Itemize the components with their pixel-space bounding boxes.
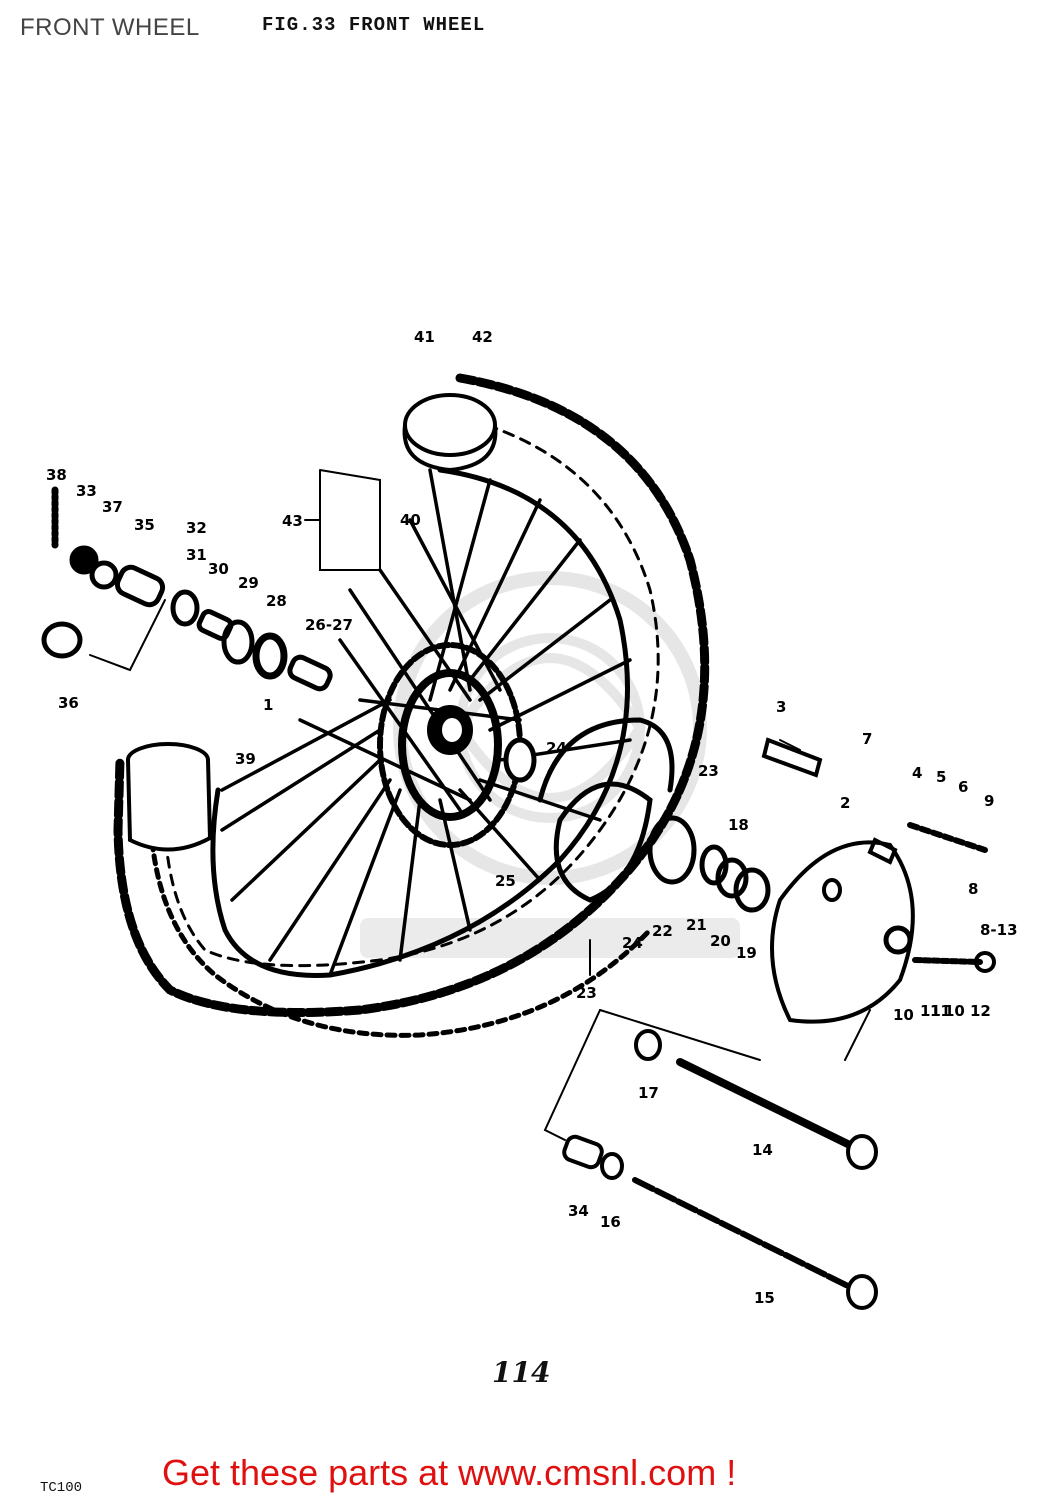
label-10b: 10 [944,1002,965,1020]
label-40: 40 [400,511,421,529]
label-21: 21 [686,916,707,934]
left-bearing-stack [41,486,333,692]
label-11b: 11 [930,1002,951,1020]
label-25: 25 [495,872,516,890]
rim-band-left [126,742,213,852]
label-43: 43 [282,512,303,530]
label-15: 15 [754,1289,775,1307]
label-39: 39 [235,750,256,768]
label-35: 35 [134,516,155,534]
label-3: 3 [776,698,786,716]
label-11a: 11 [920,1002,941,1020]
label-16: 16 [600,1213,621,1231]
label-4: 4 [912,764,922,782]
axle-rear [562,1134,878,1310]
model-code: TC100 [40,1480,83,1496]
label-1: 1 [263,696,273,714]
label-26-27: 26-27 [305,616,353,634]
rim [210,467,630,978]
axle-front [634,1029,878,1170]
brake-shoes [503,717,675,903]
part-number-labels: 1 2 3 4 5 6 7 8 8-13 9 10 10 11 11 12 14… [46,328,1018,1307]
label-18: 18 [728,816,749,834]
label-14: 14 [752,1141,773,1159]
label-23b: 23 [576,984,597,1002]
brake-panel [770,840,915,1024]
label-9: 9 [984,792,994,810]
label-37: 37 [102,498,123,516]
right-bearing-stack [647,815,771,913]
label-23a: 23 [698,762,719,780]
label-17: 17 [638,1084,659,1102]
cmsnl-promo-link[interactable]: Get these parts at www.cmsnl.com ! [162,1452,737,1493]
label-20: 20 [710,932,731,950]
hub [377,642,523,848]
label-34: 34 [568,1202,589,1220]
label-6: 6 [958,778,968,796]
page-title: FRONT WHEEL [20,14,200,41]
figure-title: FIG.33 FRONT WHEEL [262,14,486,36]
label-10a: 10 [893,1006,914,1024]
label-38: 38 [46,466,67,484]
label-32: 32 [186,519,207,537]
label-29: 29 [238,574,259,592]
label-24b: 24 [622,934,643,952]
label-2: 2 [840,794,850,812]
label-33: 33 [76,482,97,500]
page-number: 114 [492,1356,551,1389]
label-30: 30 [208,560,229,578]
label-19: 19 [736,944,757,962]
label-41: 41 [414,328,435,346]
label-22: 22 [652,922,673,940]
rim-band-top [402,393,498,473]
spokes [220,468,632,977]
label-8: 8 [968,880,978,898]
leader-lines [89,469,871,1141]
label-24a: 24 [546,739,567,757]
label-8-13: 8-13 [980,921,1018,939]
label-36: 36 [58,694,79,712]
label-5: 5 [936,768,946,786]
label-42: 42 [472,328,493,346]
tyre [113,373,710,1038]
label-7: 7 [862,730,872,748]
label-12: 12 [970,1002,991,1020]
label-31: 31 [186,546,207,564]
label-28: 28 [266,592,287,610]
brake-cam-lever [761,737,996,973]
